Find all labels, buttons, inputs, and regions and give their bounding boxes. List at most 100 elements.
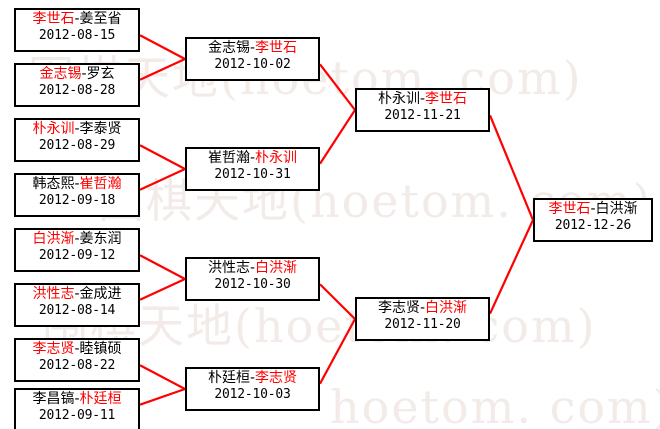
match-players: 韩态熙-崔哲瀚	[16, 176, 138, 193]
bracket-connector-line	[319, 283, 356, 320]
match-players: 李世石-白洪渐	[535, 201, 651, 218]
player-separator: -	[419, 300, 426, 316]
match-players: 李昌镐-朴廷桓	[16, 391, 138, 408]
player-separator: -	[74, 341, 80, 357]
bracket-connector-line	[319, 318, 356, 385]
player-winner: 朴永训	[255, 150, 298, 166]
player-winner: 李志贤	[32, 341, 75, 357]
match-players: 白洪渐-姜东润	[16, 231, 138, 248]
player-separator: -	[590, 201, 596, 217]
player-winner: 白洪渐	[32, 231, 75, 247]
player-loser: 李志贤	[377, 300, 420, 316]
match-date: 2012-08-14	[38, 302, 116, 318]
match-players: 金志锡-李世石	[187, 40, 318, 57]
player-winner: 李世石	[32, 11, 75, 27]
match-players: 李世石-姜至省	[16, 11, 138, 28]
match-date: 2012-10-02	[214, 56, 291, 72]
player-loser: 白洪渐	[595, 201, 638, 217]
bracket-connector-line	[139, 364, 186, 390]
match-date: 2012-08-22	[38, 357, 116, 373]
player-separator: -	[74, 176, 80, 192]
match-players: 洪性志-白洪渐	[187, 260, 318, 277]
match-players: 朴廷桓-李志贤	[187, 370, 318, 387]
player-separator: -	[419, 91, 426, 107]
player-separator: -	[249, 370, 256, 386]
player-loser: 洪性志	[207, 260, 250, 276]
player-separator: -	[74, 391, 80, 407]
player-loser: 罗玄	[86, 66, 115, 82]
player-winner: 崔哲瀚	[79, 176, 122, 192]
player-loser: 姜至省	[79, 11, 122, 27]
match-date: 2012-12-26	[554, 217, 632, 233]
match-date: 2012-10-30	[214, 276, 291, 292]
player-separator: -	[74, 286, 80, 302]
match-players: 崔哲瀚-朴永训	[187, 150, 318, 167]
player-loser: 李泰贤	[79, 121, 122, 137]
player-winner: 李世石	[548, 201, 591, 217]
player-separator: -	[81, 66, 87, 82]
bracket-connector-line	[319, 109, 356, 165]
player-winner: 朴廷桓	[79, 391, 122, 407]
bracket-connector-line	[488, 114, 535, 221]
player-separator: -	[74, 11, 80, 27]
match-date: 2012-09-18	[38, 192, 116, 208]
bracket-connector-line	[319, 63, 356, 111]
match-players: 李志贤-睦镇硕	[16, 341, 138, 358]
match-date: 2012-10-31	[214, 166, 291, 182]
match-players: 金志锡-罗玄	[16, 66, 138, 83]
player-winner: 李世石	[255, 40, 298, 56]
match-date: 2012-08-15	[38, 27, 116, 43]
match-date: 2012-11-21	[384, 107, 461, 123]
player-loser: 朴廷桓	[207, 370, 250, 386]
player-winner: 李世石	[425, 91, 468, 107]
player-loser: 姜东润	[79, 231, 122, 247]
bracket-connector-line	[489, 219, 534, 315]
player-loser: 朴永训	[377, 91, 420, 107]
match-date: 2012-09-12	[38, 247, 116, 263]
player-loser: 韩态熙	[32, 176, 75, 192]
match-players: 李志贤-白洪渐	[357, 300, 488, 317]
match-date: 2012-08-28	[38, 82, 116, 98]
bracket-connector-line	[139, 34, 186, 60]
bracket-connector-line	[139, 58, 186, 81]
player-loser: 睦镇硕	[79, 341, 122, 357]
player-loser: 金成进	[79, 286, 122, 302]
bracket-connector-line	[139, 254, 186, 280]
player-winner: 金志锡	[39, 66, 82, 82]
watermark-text-4: hoetom. com)	[330, 380, 660, 429]
player-loser: 李昌镐	[32, 391, 75, 407]
bracket-connector-line	[139, 278, 186, 301]
player-winner: 李志贤	[255, 370, 298, 386]
player-separator: -	[249, 40, 256, 56]
player-separator: -	[249, 150, 256, 166]
player-loser: 崔哲瀚	[207, 150, 250, 166]
match-date: 2012-08-29	[38, 137, 116, 153]
match-date: 2012-11-20	[384, 316, 461, 332]
player-loser: 金志锡	[207, 40, 250, 56]
player-separator: -	[249, 260, 256, 276]
player-winner: 白洪渐	[425, 300, 468, 316]
bracket-connector-line	[139, 168, 186, 191]
player-winner: 白洪渐	[255, 260, 298, 276]
player-winner: 朴永训	[32, 121, 75, 137]
match-players: 朴永训-李世石	[357, 91, 488, 108]
player-winner: 洪性志	[32, 286, 75, 302]
match-date: 2012-09-11	[38, 407, 116, 423]
player-separator: -	[74, 231, 80, 247]
